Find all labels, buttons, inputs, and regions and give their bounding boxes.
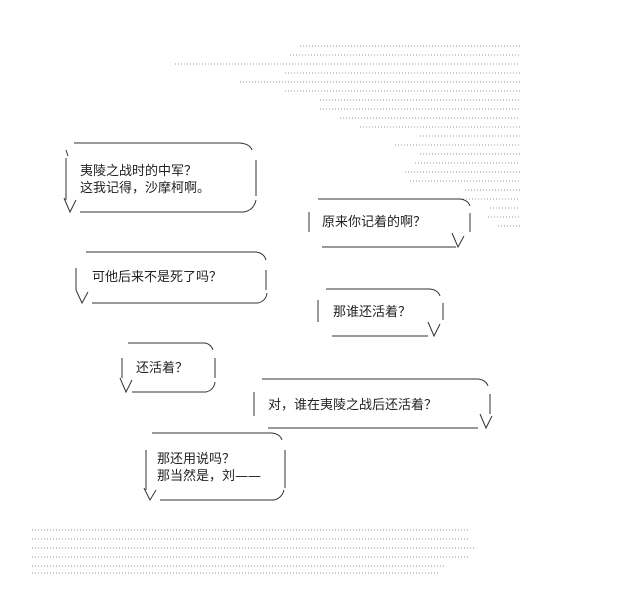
speech-text: 夷陵之战时的中军？ [80, 164, 198, 179]
speech-bubbles [63, 142, 493, 502]
speech-text: 这我记得，沙摩柯啊。 [80, 181, 211, 196]
speech-text: 原来你记着的啊？ [322, 215, 427, 230]
speech-text: 可他后来不是死了吗？ [92, 270, 223, 285]
speech-text: 那谁还活着？ [333, 305, 412, 320]
speech-text: 对，谁在夷陵之战后还活着？ [268, 398, 438, 413]
speech-bubble-6: 对，谁在夷陵之战后还活着？ [268, 397, 437, 414]
speech-bubble-7-outline [143, 432, 286, 502]
speech-bubble-6-outline [253, 378, 493, 430]
speech-bubble-1: 夷陵之战时的中军？ 这我记得，沙摩柯啊。 [80, 163, 210, 197]
speech-bubble-4: 那谁还活着？ [333, 304, 411, 321]
speech-bubble-7: 那还用说吗？ 那当然是，刘—— [157, 451, 261, 485]
speech-bubble-4-outline [317, 288, 444, 338]
dotted-background-art [32, 45, 520, 574]
speech-bubble-3-outline [75, 251, 268, 305]
speech-bubble-5: 还活着？ [136, 360, 188, 377]
speech-text: 那还用说吗？ [157, 452, 236, 467]
speech-text: 还活着？ [136, 361, 189, 376]
speech-text: 那当然是，刘—— [157, 469, 262, 484]
speech-bubble-1-outline [63, 142, 257, 214]
speech-bubble-5-outline [119, 342, 216, 394]
speech-bubble-2: 原来你记着的啊？ [322, 214, 426, 231]
speech-bubble-2-outline [308, 198, 471, 249]
speech-bubble-3: 可他后来不是死了吗？ [92, 269, 222, 286]
